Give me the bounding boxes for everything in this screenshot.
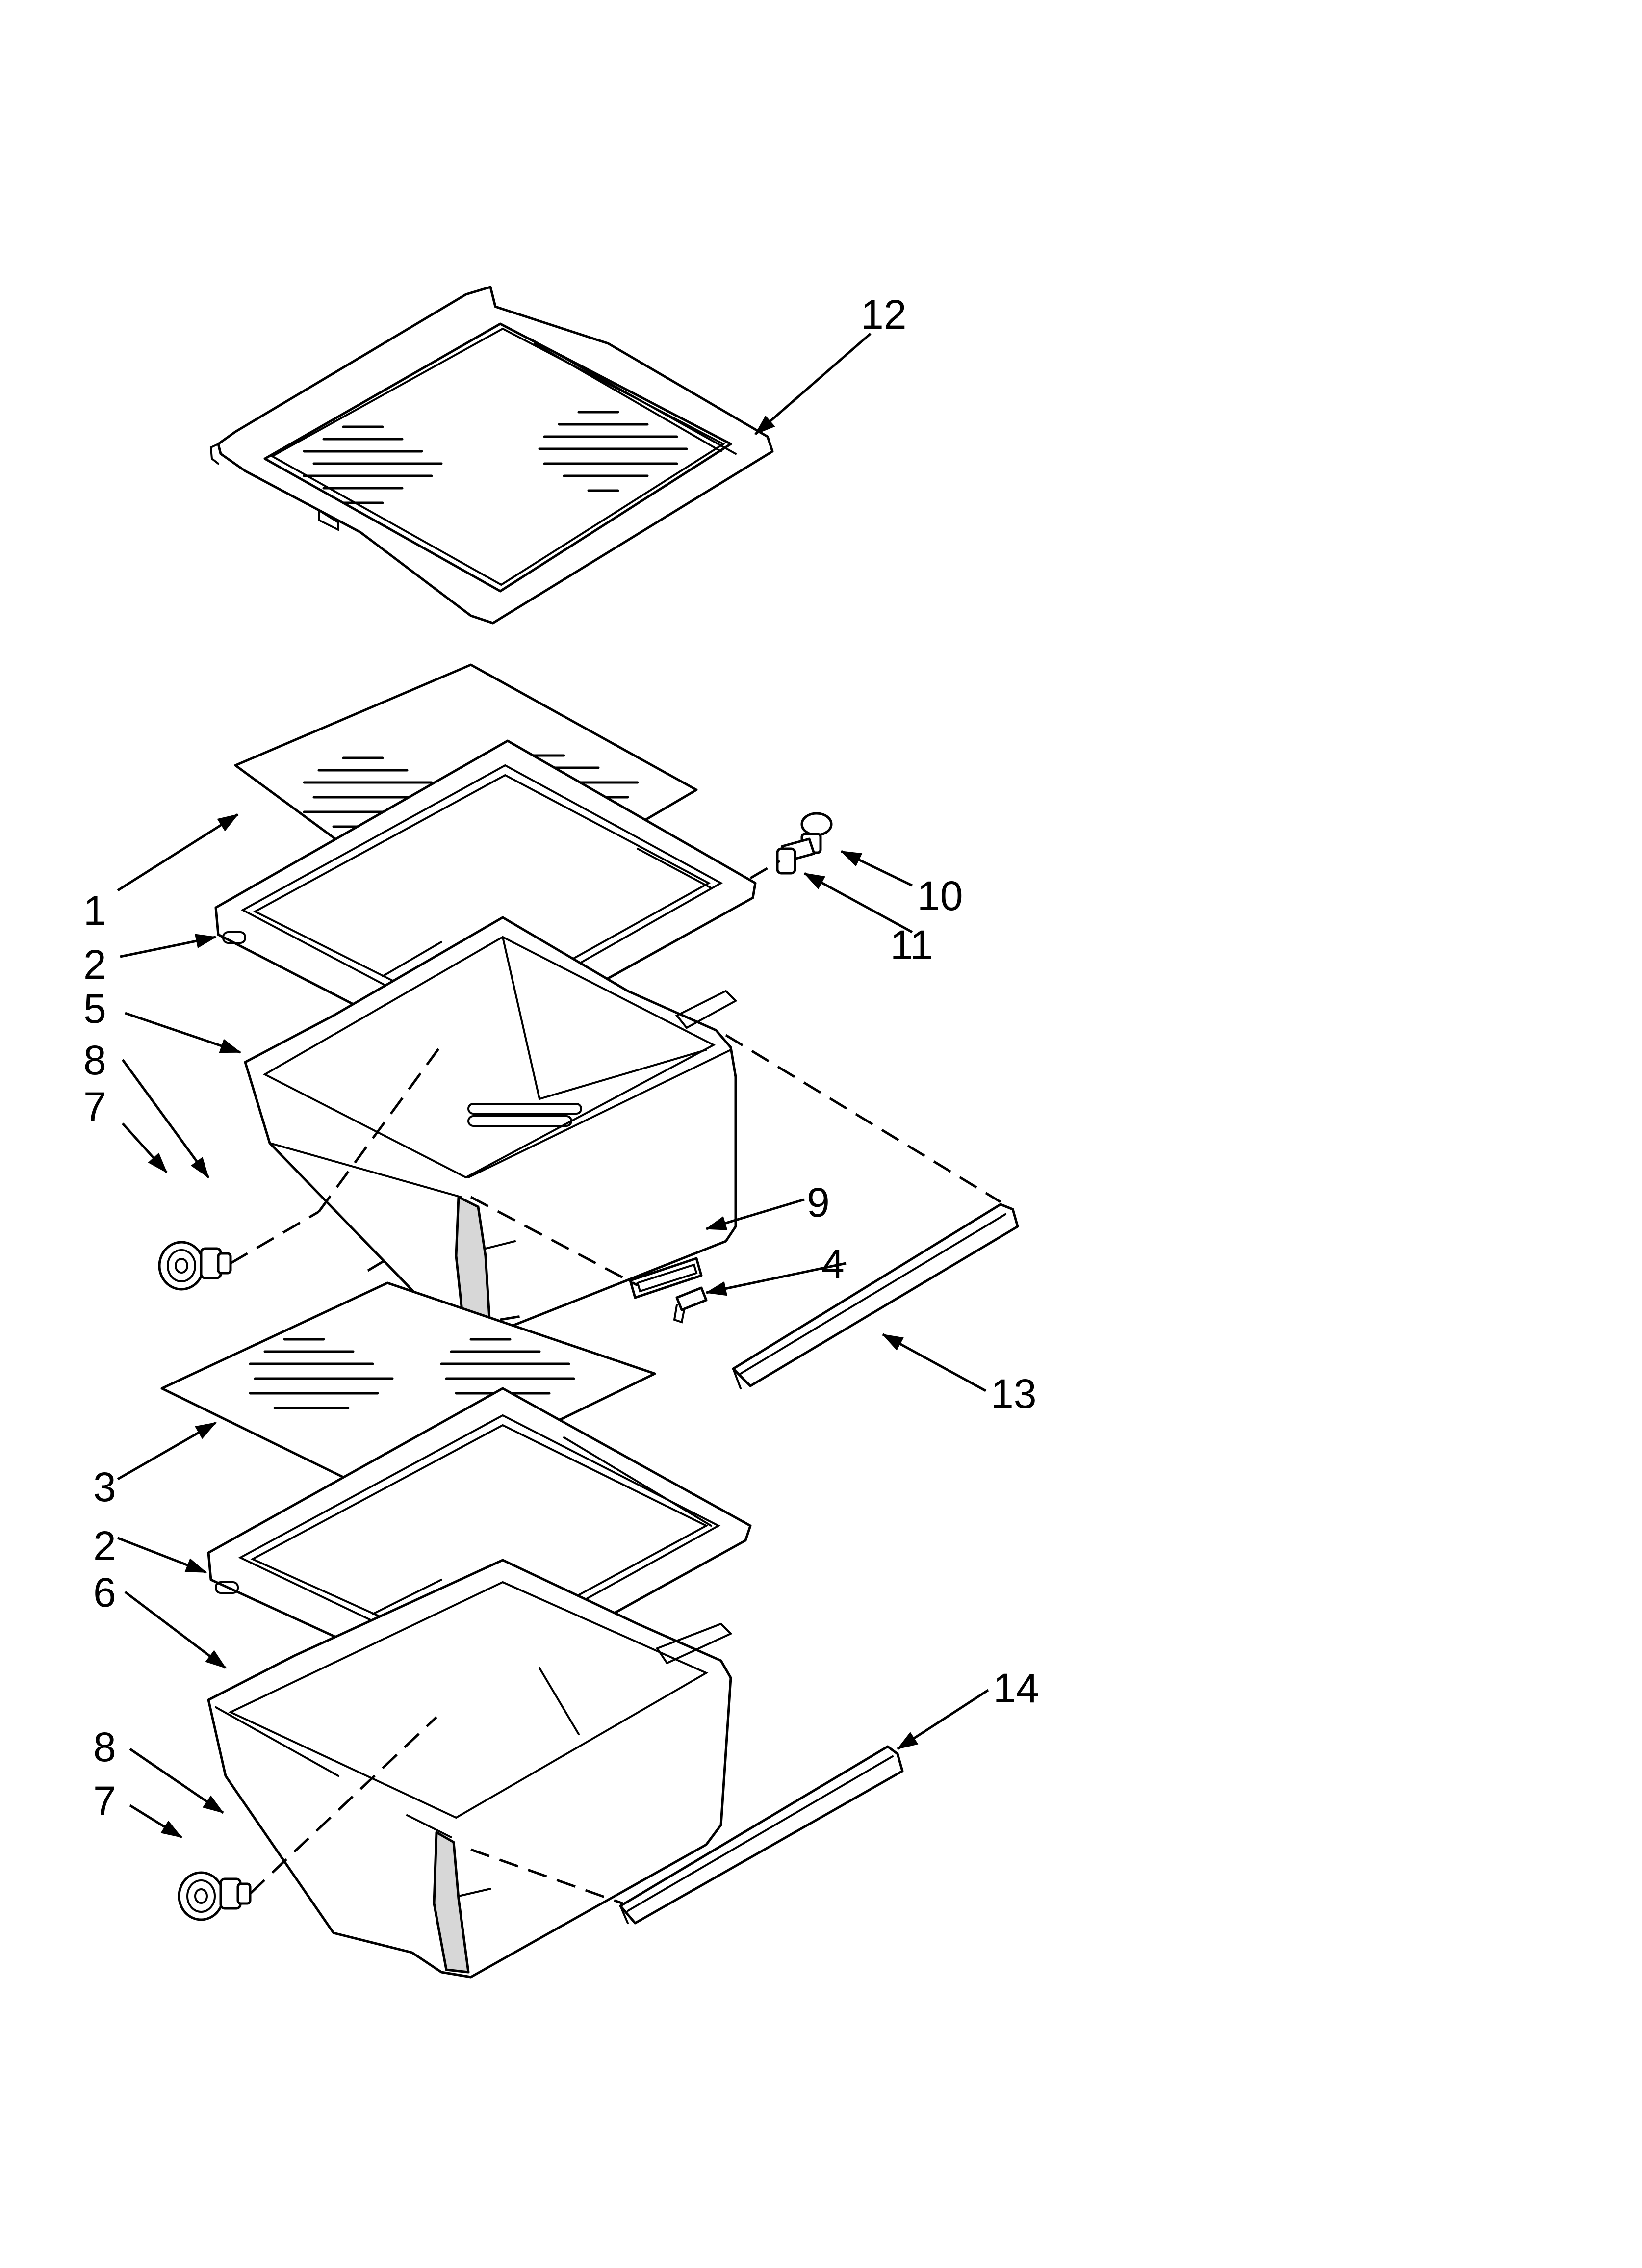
callout-8-lower: 8 bbox=[93, 1724, 116, 1770]
callout-11: 11 bbox=[890, 922, 933, 968]
top-shelf-part-12 bbox=[209, 286, 774, 625]
callout-6: 6 bbox=[93, 1569, 116, 1616]
glass-hatch-3 bbox=[249, 1338, 575, 1409]
trim-part-14 bbox=[619, 1745, 904, 1925]
wheel-assembly-upper bbox=[158, 1241, 232, 1291]
callout-4: 4 bbox=[821, 1241, 845, 1287]
wheel-assembly-lower bbox=[178, 1871, 252, 1921]
clip-part-9 bbox=[629, 1257, 703, 1299]
callout-14: 14 bbox=[993, 1665, 1039, 1711]
callout-13: 13 bbox=[991, 1371, 1036, 1417]
callout-9: 9 bbox=[807, 1179, 830, 1225]
lower-crisper-drawer-part-6 bbox=[207, 1559, 733, 1979]
callout-12: 12 bbox=[861, 291, 906, 338]
assembly-lines bbox=[230, 860, 1001, 1905]
callout-1: 1 bbox=[83, 887, 106, 934]
callout-2-lower: 2 bbox=[93, 1523, 116, 1569]
callout-7-upper: 7 bbox=[83, 1084, 106, 1130]
callout-labels: 12 1 2 5 8 7 10 11 9 4 13 3 2 6 14 8 7 bbox=[83, 291, 1039, 1824]
trim-part-13 bbox=[732, 1203, 1019, 1389]
lower-glass-part-3 bbox=[160, 1281, 656, 1503]
callout-3: 3 bbox=[93, 1464, 116, 1510]
callout-5: 5 bbox=[83, 986, 106, 1032]
callout-8-upper: 8 bbox=[83, 1037, 106, 1083]
callout-2-upper: 2 bbox=[83, 941, 106, 988]
callout-10: 10 bbox=[917, 873, 963, 919]
glass-hatch-12 bbox=[303, 411, 688, 504]
spacer-part-11 bbox=[776, 847, 796, 875]
clip-part-4 bbox=[673, 1286, 708, 1324]
callout-leaders bbox=[117, 333, 989, 1839]
callout-7-lower: 7 bbox=[93, 1778, 116, 1824]
